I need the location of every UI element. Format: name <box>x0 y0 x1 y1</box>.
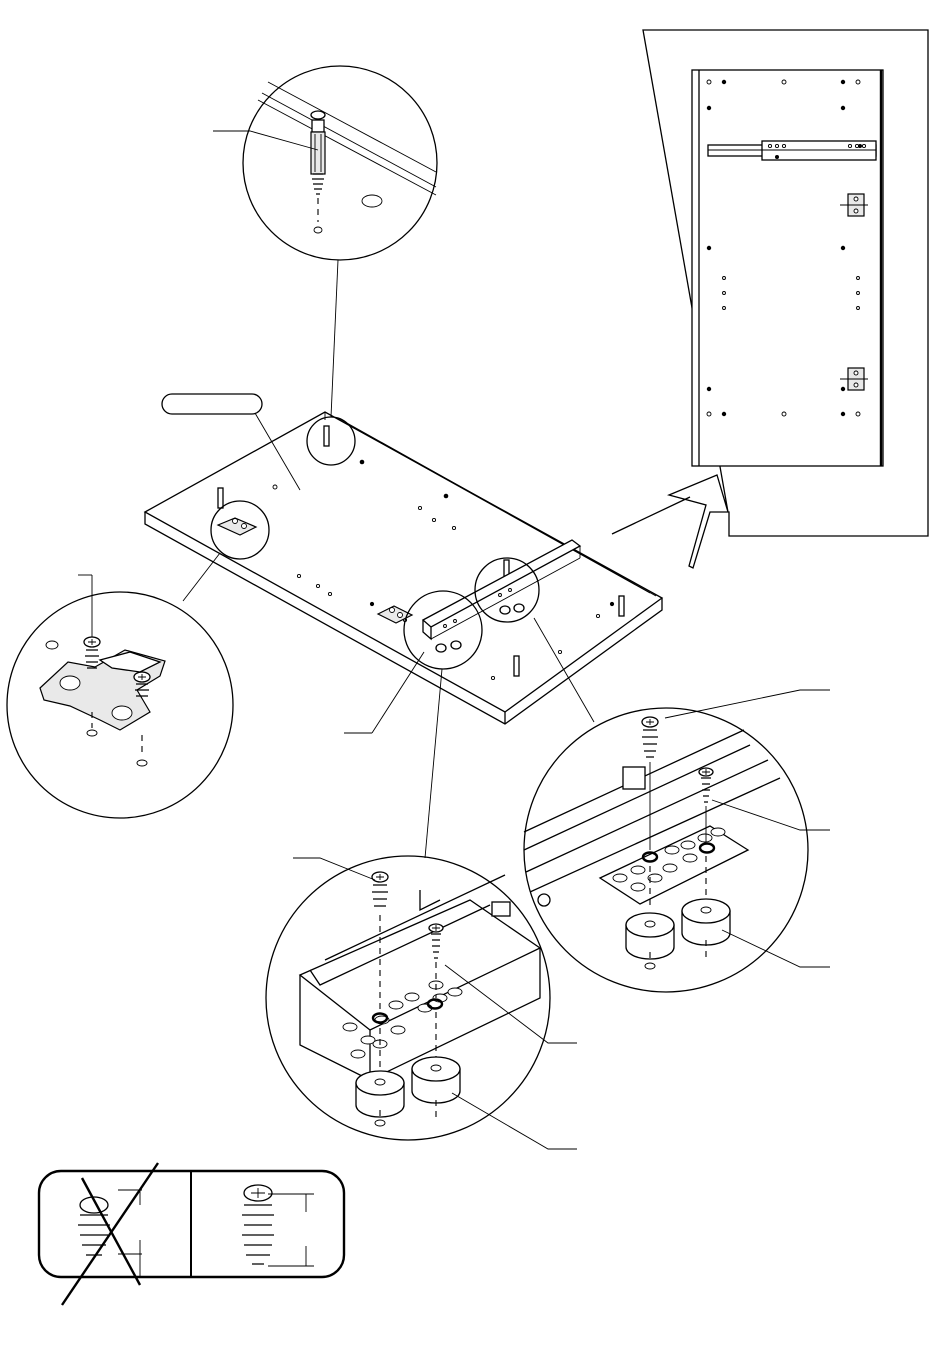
plastic-spacer-icon <box>682 899 730 945</box>
hinge-plate-detail <box>7 553 233 818</box>
runner-front-detail <box>266 652 577 1149</box>
wood-screw-icon <box>699 768 713 802</box>
dowel-pin-icon <box>619 596 624 616</box>
euro-screw-icon <box>372 872 388 906</box>
long-screw-icon <box>242 1185 314 1266</box>
dowel-detail <box>213 66 437 417</box>
dowel-pin-icon <box>514 656 519 676</box>
dowel-pin-icon <box>324 426 329 446</box>
side-panel <box>145 412 662 724</box>
dowel-pin-icon <box>218 488 223 508</box>
cross-out-icon <box>62 1163 158 1305</box>
euro-screw-icon <box>84 637 100 668</box>
runner-rear-detail <box>524 618 830 992</box>
panel-elevation-view <box>612 30 928 568</box>
screw-length-check <box>39 1163 344 1305</box>
euro-screw-icon <box>642 717 658 757</box>
confirmat-screw-icon <box>311 111 325 194</box>
plastic-spacer-icon <box>412 1057 460 1103</box>
